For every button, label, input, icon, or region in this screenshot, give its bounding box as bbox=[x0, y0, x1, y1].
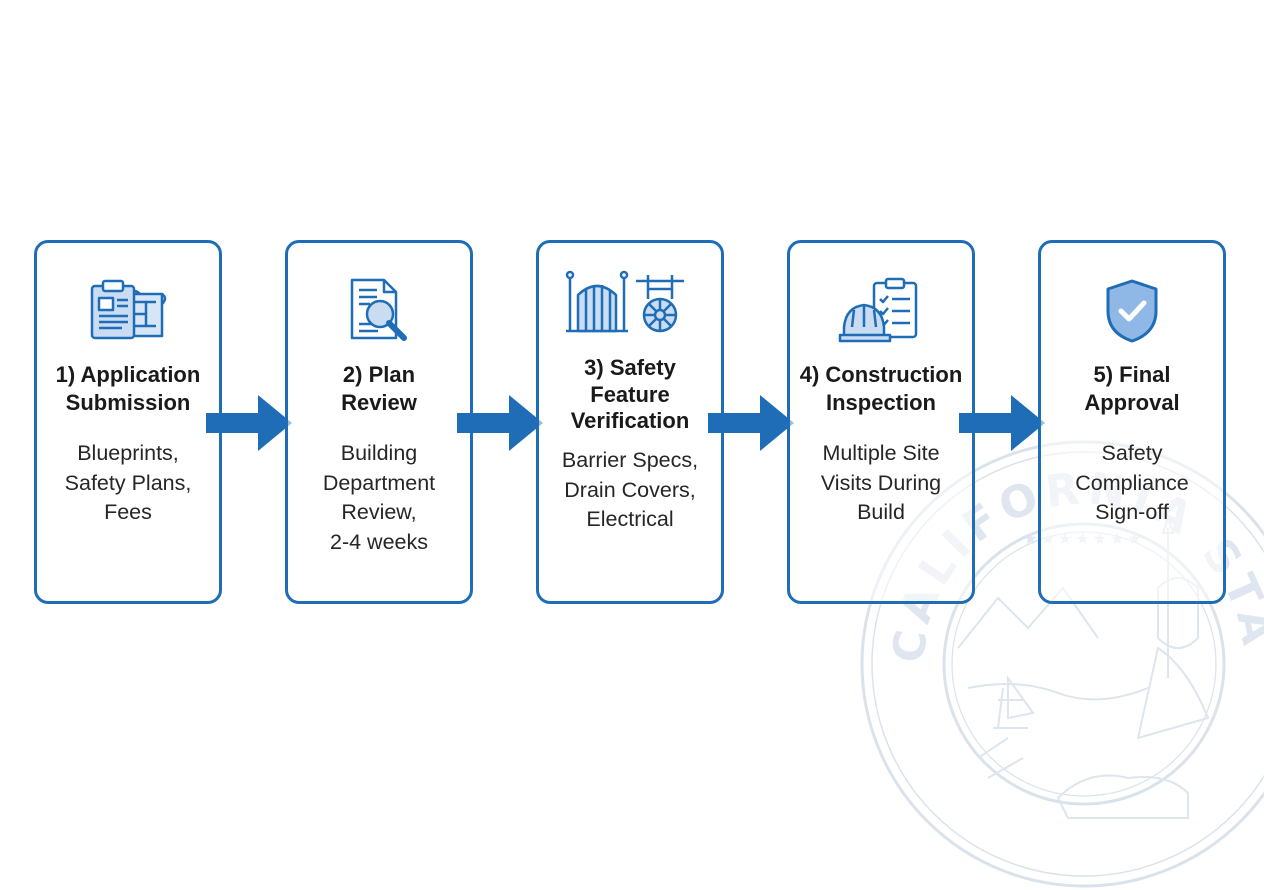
step-description: Blueprints,Safety Plans,Fees bbox=[64, 441, 192, 524]
gate-drain-icon bbox=[539, 267, 721, 339]
hardhat-checklist-icon bbox=[790, 275, 972, 347]
arrow-right-icon bbox=[708, 395, 794, 451]
arrow-right-icon bbox=[206, 395, 292, 451]
shield-check-icon bbox=[1041, 275, 1223, 347]
document-magnifier-icon bbox=[288, 275, 470, 347]
clipboard-blueprint-icon bbox=[37, 275, 219, 347]
arrow-right-icon bbox=[959, 395, 1045, 451]
step-description: Barrier Specs,Drain Covers,Electrical bbox=[561, 448, 699, 531]
arrow-right-icon bbox=[457, 395, 543, 451]
